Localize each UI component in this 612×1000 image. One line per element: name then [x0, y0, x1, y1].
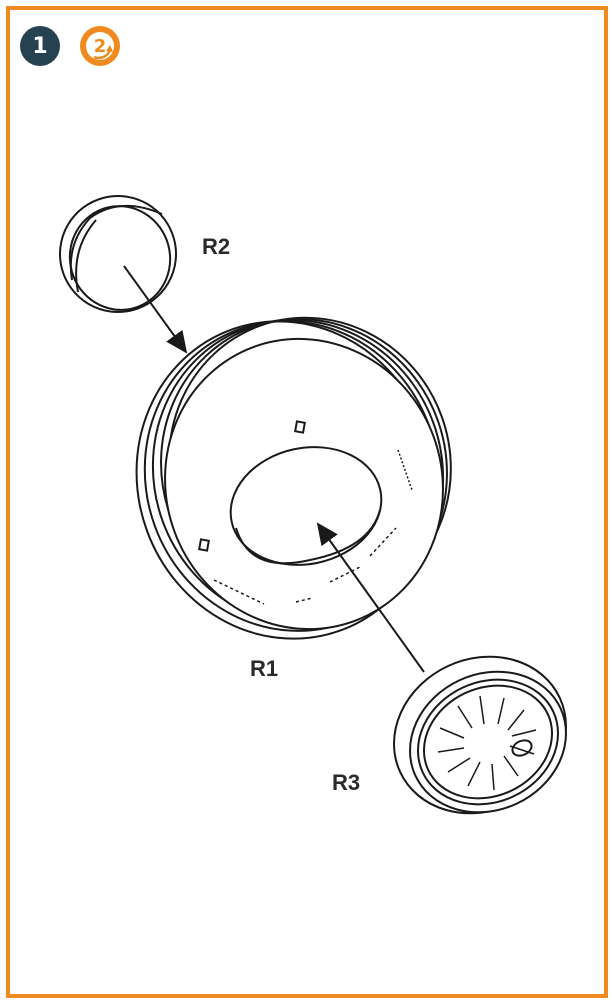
arrow-r3-to-r1 [316, 522, 425, 673]
step-2-number: 2 [93, 35, 107, 57]
label-r3: R3 [332, 770, 361, 795]
part-r2-hub-cap [59, 195, 177, 313]
label-r2: R2 [202, 234, 231, 259]
step-1-number: 1 [32, 33, 48, 59]
part-r3-wheel [393, 655, 567, 815]
label-r1: R1 [250, 656, 279, 681]
part-r1-tire [135, 316, 452, 640]
step-1-badge: 1 [20, 26, 60, 66]
step-2-badge: 2 [80, 26, 120, 66]
arrow-r2-to-r1 [123, 265, 188, 354]
step-2-inner: 2 [86, 32, 114, 60]
rotate-arrow-icon [93, 45, 113, 60]
